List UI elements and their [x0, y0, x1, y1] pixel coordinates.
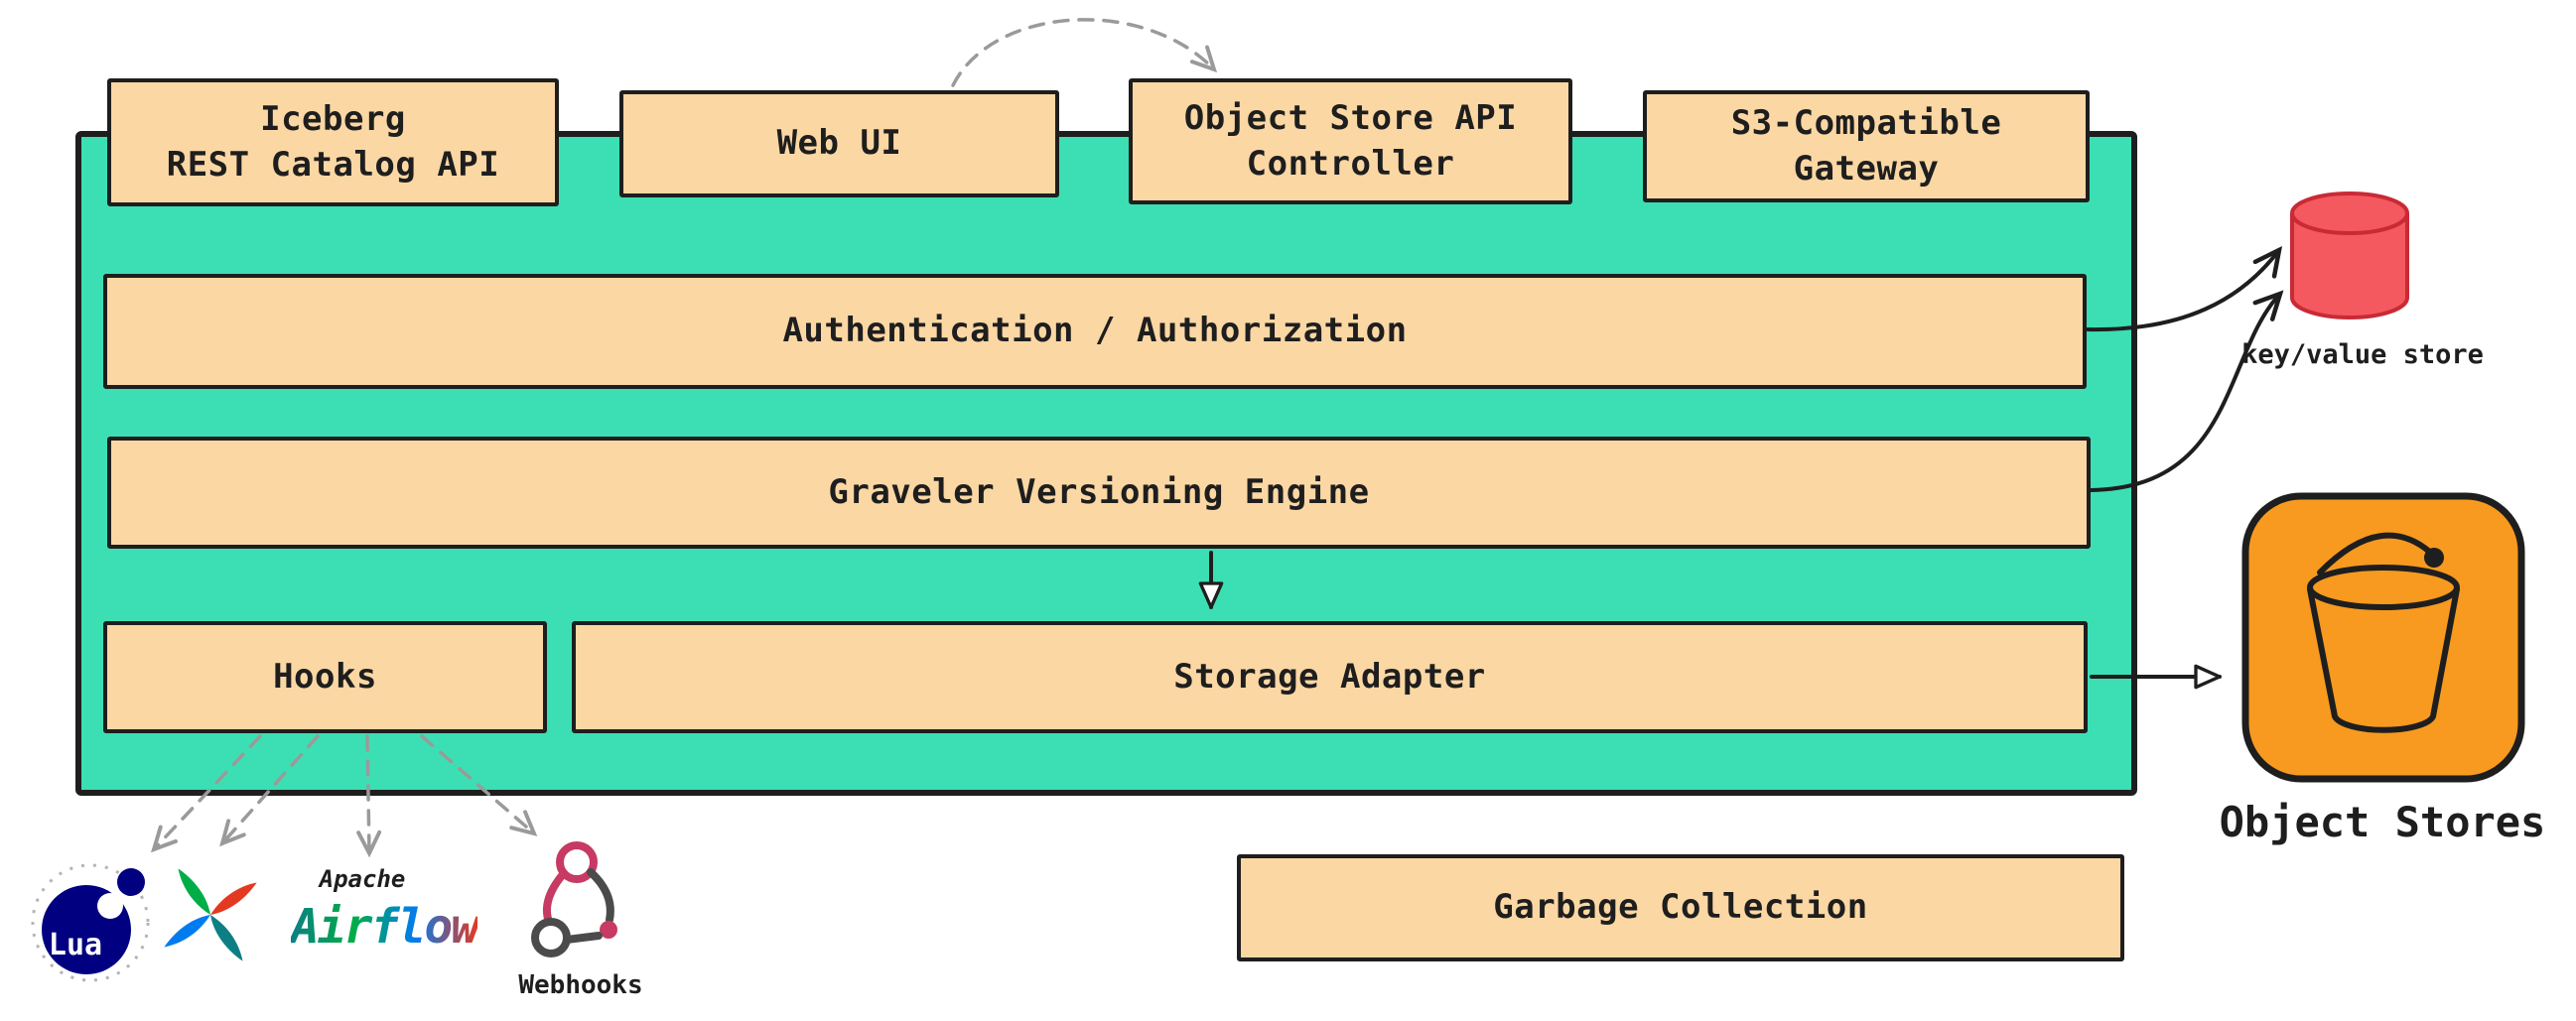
- arrow-web-ui-to-object-store-api: [951, 18, 1218, 87]
- kv-store-label: key/value store: [2241, 339, 2484, 370]
- airflow-wordmark: Airflow: [290, 899, 479, 955]
- box-hooks: Hooks: [103, 621, 547, 733]
- box-iceberg-rest-catalog-api: Iceberg REST Catalog API: [107, 78, 559, 206]
- airflow-label: Airflow: [270, 899, 498, 955]
- apache-label: Apache: [319, 865, 406, 893]
- webhooks-label: Webhooks: [518, 970, 643, 1000]
- box-label: Graveler Versioning Engine: [828, 471, 1370, 512]
- box-label: Web UI: [776, 123, 902, 164]
- box-web-ui: Web UI: [619, 90, 1059, 197]
- box-label: Hooks: [273, 656, 377, 697]
- box-storage-adapter: Storage Adapter: [572, 621, 2088, 733]
- box-object-store-api-controller: Object Store API Controller: [1129, 78, 1572, 204]
- lua-label: Lua: [49, 928, 102, 962]
- airflow-pinwheel-icon: [164, 868, 257, 961]
- box-label: Storage Adapter: [1173, 656, 1486, 697]
- box-label: Object Store API Controller: [1183, 97, 1518, 184]
- box-garbage-collection: Garbage Collection: [1237, 854, 2124, 961]
- bucket-icon: [2241, 492, 2525, 783]
- box-graveler-versioning-engine: Graveler Versioning Engine: [107, 437, 2091, 549]
- box-label: Authentication / Authorization: [782, 311, 1408, 351]
- box-label: Garbage Collection: [1493, 887, 1868, 928]
- box-s3-compatible-gateway: S3-Compatible Gateway: [1643, 90, 2090, 202]
- box-label: S3-Compatible Gateway: [1730, 102, 2002, 189]
- webhooks-icon: [531, 841, 617, 957]
- box-label: Iceberg REST Catalog API: [166, 98, 500, 185]
- box-authentication-authorization: Authentication / Authorization: [103, 274, 2087, 389]
- lua-icon: Lua: [31, 863, 150, 982]
- object-stores-label: Object Stores: [2219, 798, 2546, 846]
- database-icon: [2290, 191, 2409, 319]
